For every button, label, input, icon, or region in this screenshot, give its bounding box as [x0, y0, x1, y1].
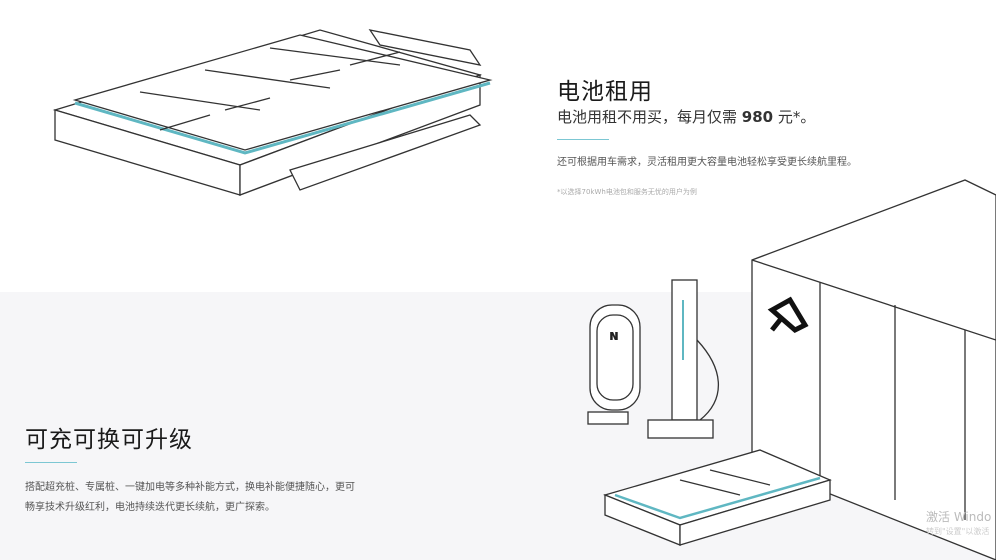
accent-divider: [25, 462, 77, 463]
wall-charger-illustration: ɴ: [587, 304, 641, 425]
desc-line: 畅享技术升级红利，电池持续迭代更长续航，更广探索。: [25, 502, 275, 513]
rental-subtitle: 电池用租不用买，每月仅需 980 元*。: [557, 106, 815, 127]
rental-footnote: *以选择70kWh电池包和服务无忧的用户为例: [557, 188, 697, 196]
upgrade-description: 搭配超充桩、专属桩、一键加电等多种补能方式，换电补能便捷随心，更可畅享技术升级红…: [25, 478, 355, 518]
small-battery-illustration: [603, 449, 832, 546]
svg-text:ɴ: ɴ: [609, 328, 619, 344]
activation-watermark: 激活 Windo: [926, 510, 992, 524]
desc-line: 搭配超充桩、专属桩、一键加电等多种补能方式，换电补能便捷随心，更可: [25, 482, 355, 493]
swap-station-illustration: [751, 179, 996, 560]
price: 980: [741, 108, 774, 126]
subtitle-suffix: 元*。: [773, 108, 816, 126]
subtitle-text: 电池用租不用买，每月仅需: [557, 108, 742, 126]
rental-description: 还可根据用车需求，灵活租用更大容量电池轻松享受更长续航里程。: [557, 157, 857, 168]
accent-divider: [557, 139, 609, 140]
activation-watermark-sub: 转到"设置"以激活: [926, 527, 990, 536]
rental-title: 电池租用: [557, 79, 653, 105]
upgrade-title: 可充可换可升级: [25, 427, 193, 453]
pole-charger-illustration: [647, 279, 719, 439]
battery-pack-illustration: [52, 29, 493, 196]
